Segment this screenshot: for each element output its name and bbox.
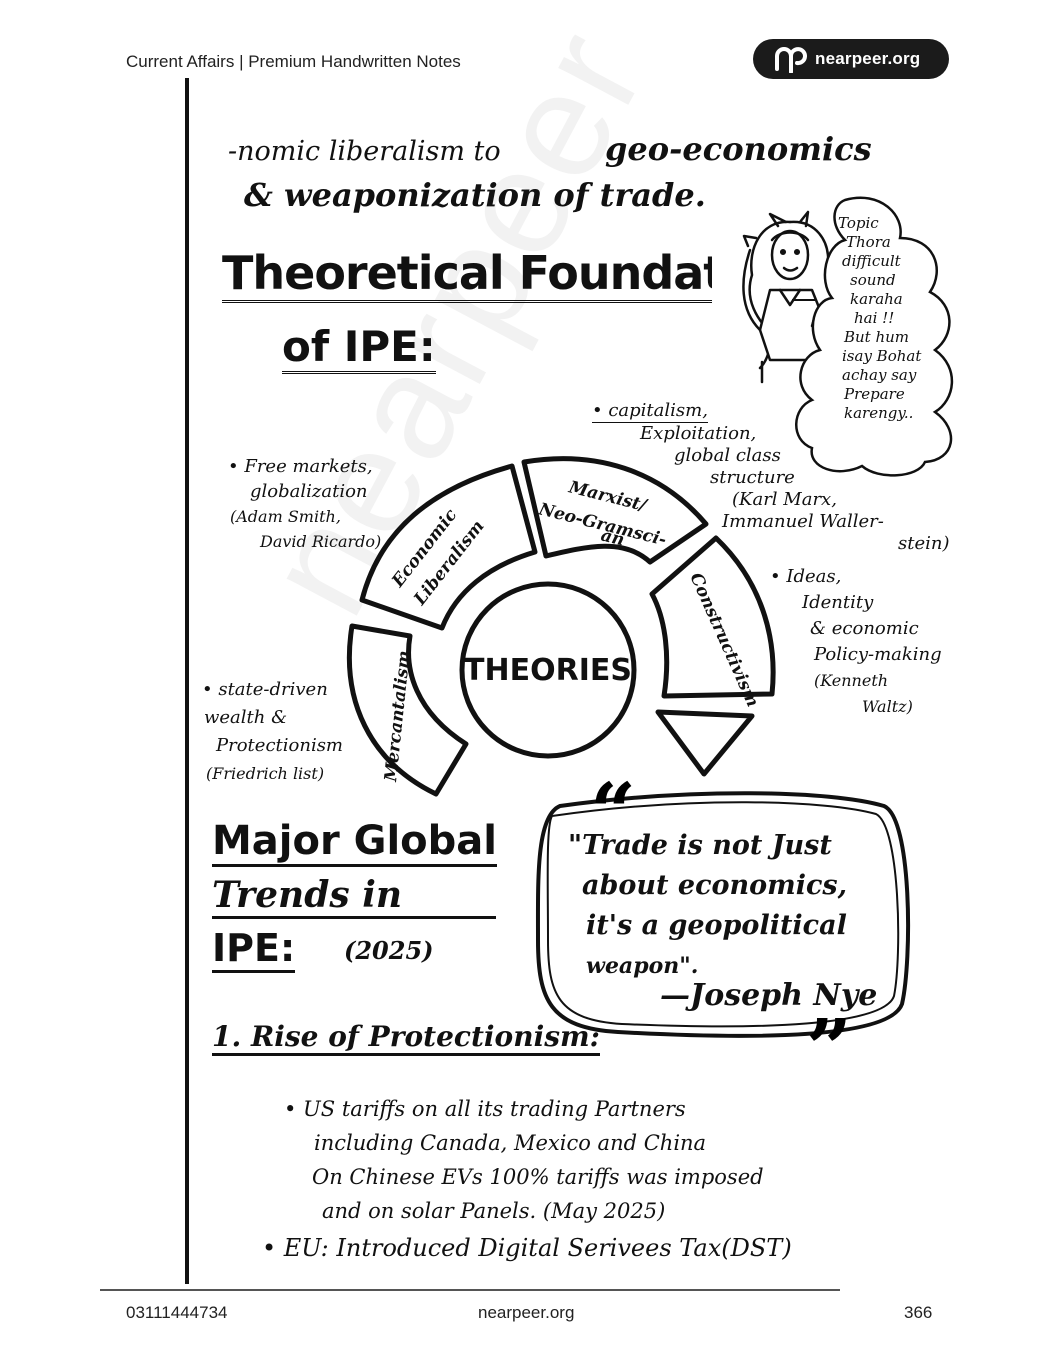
margin-line: [185, 78, 189, 1284]
footer-page-number: 366: [904, 1303, 933, 1322]
point1-bullet1: • US tariffs on all its trading Partners…: [284, 1097, 764, 1223]
nearpeer-logo-icon: [775, 47, 807, 73]
footer-site[interactable]: nearpeer.org: [478, 1303, 575, 1322]
theories-center-label: THEORIES: [464, 653, 632, 688]
segment-constructivism: [649, 535, 776, 699]
arrow-pointer-icon: [655, 709, 755, 777]
section2-title-line1: Major Global: [212, 818, 497, 867]
section1-subtitle: of IPE:: [282, 322, 436, 374]
intro-line1b: geo-economics: [605, 130, 872, 168]
quote-text: "Trade is not Just about economics, it's…: [568, 830, 848, 979]
point1-bullet2: • EU: Introduced Digital Serivees Tax(DS…: [262, 1234, 792, 1262]
section2-title-line2: Trends in: [212, 874, 496, 919]
section1-title: Theoretical Foundations: [222, 246, 712, 303]
speech-bubble-outline: [795, 196, 954, 477]
intro-line2: & weaponization of trade.: [244, 176, 706, 214]
brand-name: nearpeer.org: [815, 49, 921, 68]
brand-badge[interactable]: nearpeer.org: [753, 39, 949, 79]
speech-bubble-text: Topic Thora difficult sound karaha hai !…: [838, 214, 922, 422]
note-constructivism: • Ideas, Identity & economic Policy-maki…: [770, 566, 942, 716]
segment-mercantalism: [346, 623, 469, 797]
open-quote-icon: “: [590, 765, 636, 859]
section2-year: (2025): [344, 936, 434, 965]
note-marxist: • capitalism, Exploitation, global class…: [592, 400, 950, 554]
theories-center-circle: [459, 581, 637, 759]
header-title: Current Affairs | Premium Handwritten No…: [126, 52, 461, 71]
quote-author: —Joseph Nye: [660, 978, 878, 1013]
point1-heading: 1. Rise of Protectionism:: [212, 1020, 600, 1056]
note-mercantilism: • state-driven wealth & Protectionism (F…: [202, 679, 344, 783]
segment-economic-liberalism: [359, 463, 538, 631]
footer-divider: [100, 1289, 840, 1291]
note-liberal: • Free markets, globalization (Adam Smit…: [228, 456, 382, 551]
section2-title-line3: IPE:: [212, 926, 296, 973]
segment-marxist: [521, 456, 709, 565]
footer-phone: 03111444734: [126, 1303, 228, 1322]
intro-line1a: -nomic liberalism to: [228, 136, 501, 167]
close-quote-icon: ”: [806, 1001, 852, 1095]
